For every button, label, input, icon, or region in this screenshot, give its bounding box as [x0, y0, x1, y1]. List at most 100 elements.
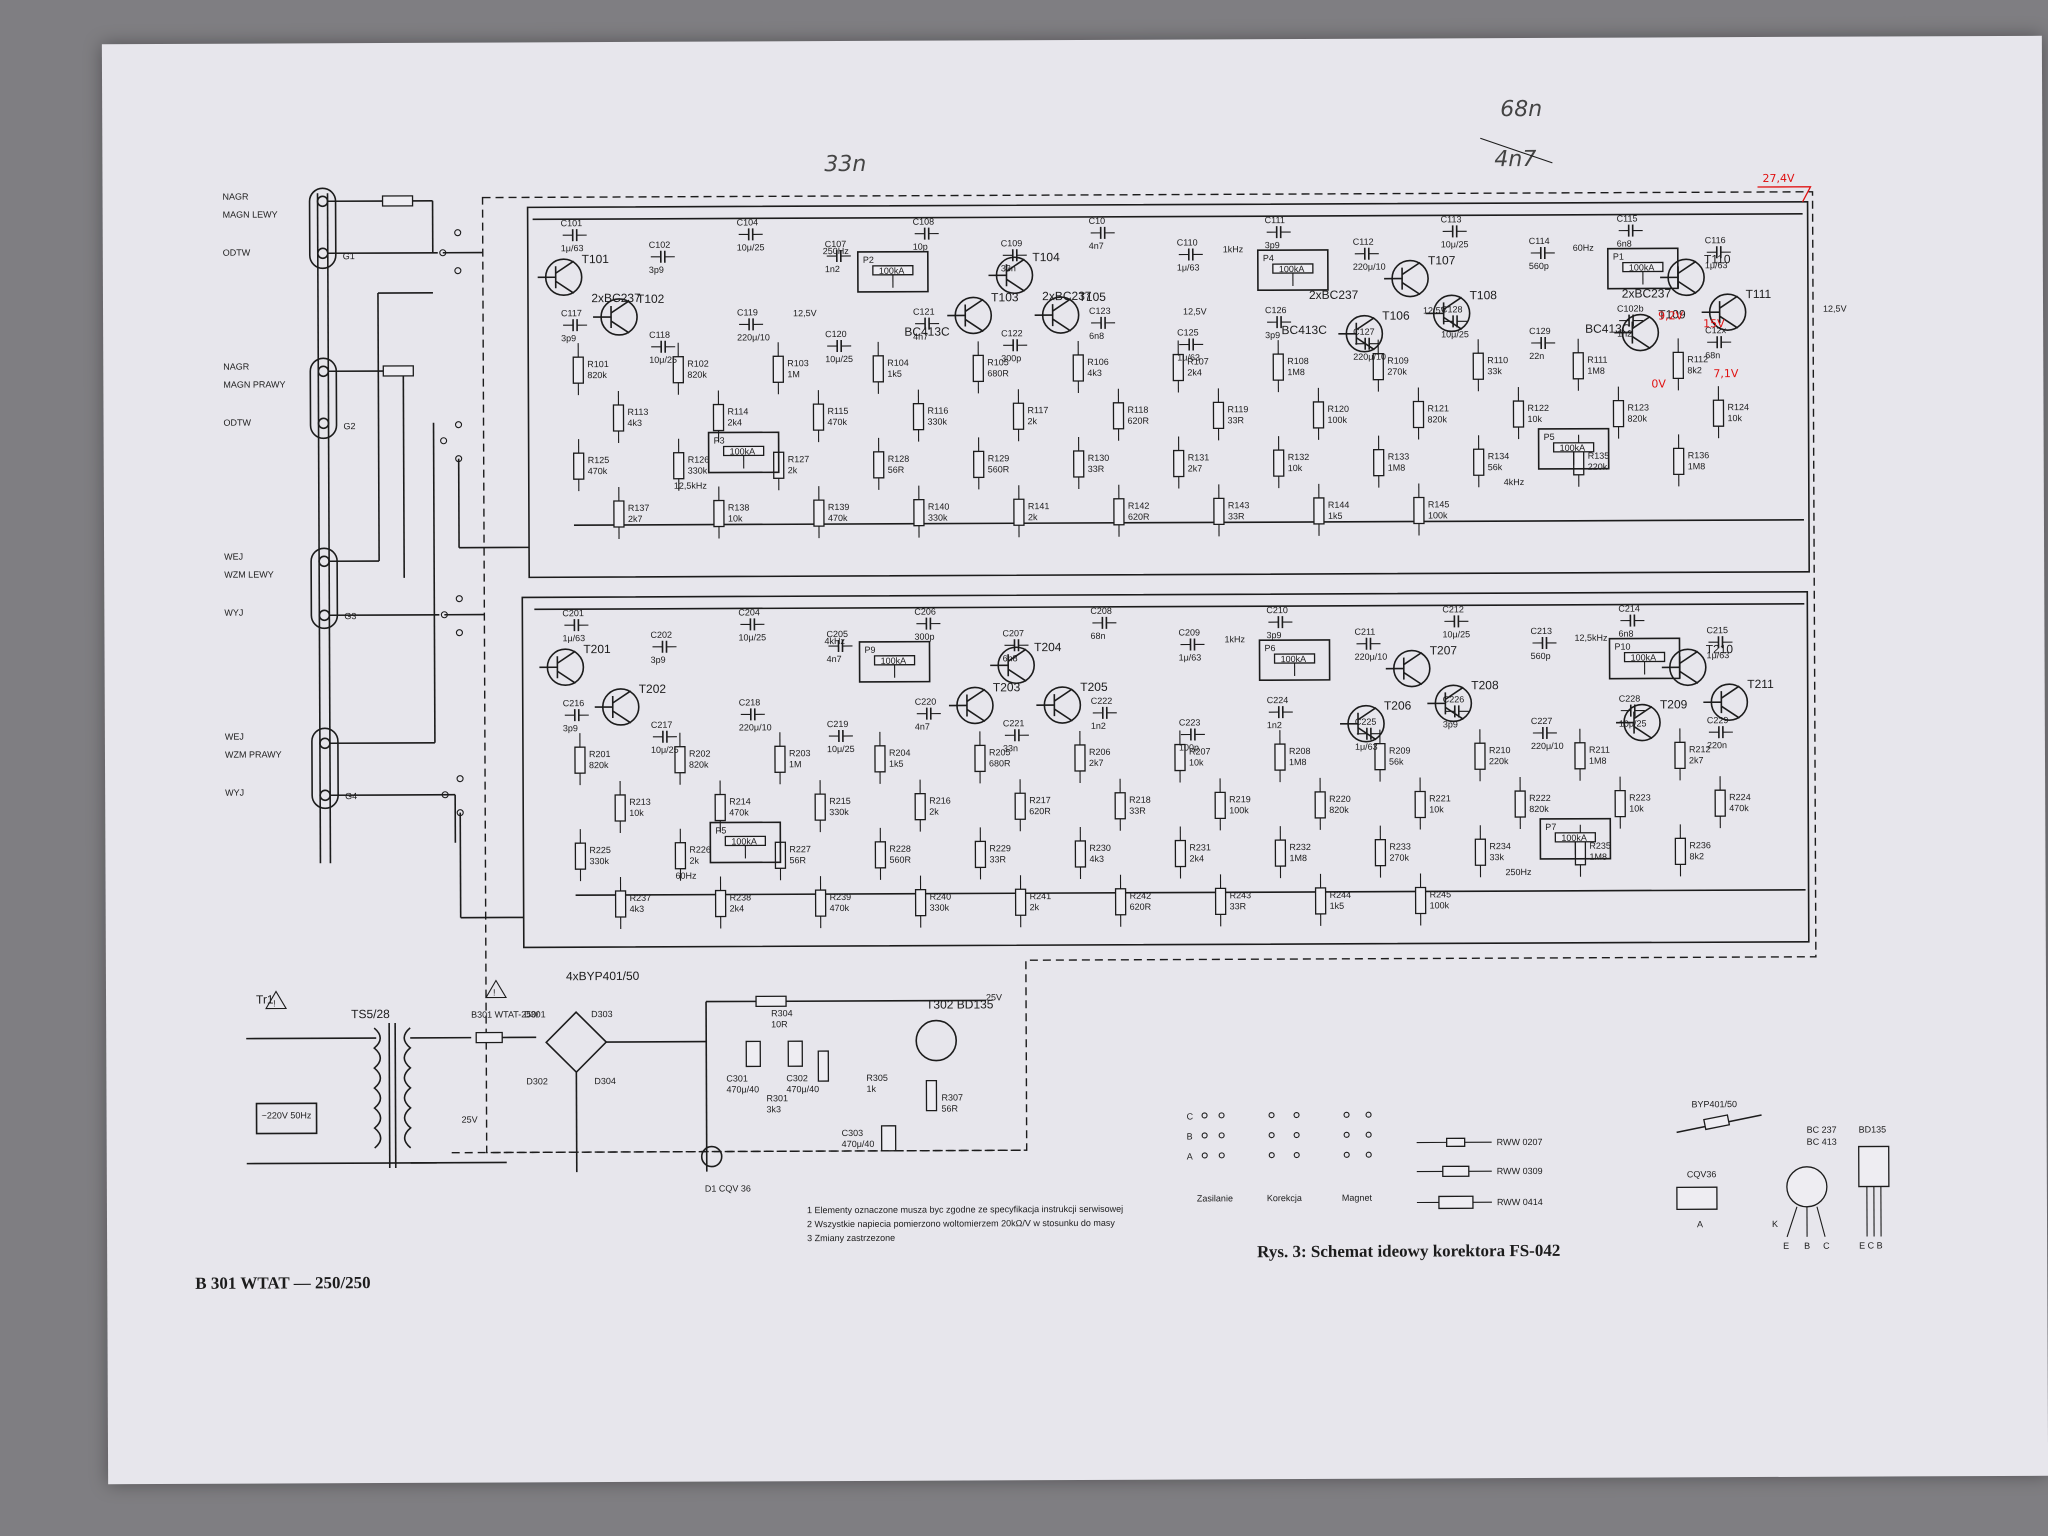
svg-text:BC 237: BC 237 — [1807, 1125, 1837, 1135]
diode-ref: D301 — [524, 1009, 546, 1019]
legend-block: C B A Zasilanie Korekcja Magnet — [1187, 1099, 1890, 1251]
capacitor-value: 6n8 — [1617, 239, 1632, 249]
resistor-value: 330k — [688, 466, 708, 476]
resistor-ref: R203 — [789, 748, 811, 758]
capacitor-value: 1n2 — [1091, 721, 1106, 731]
capacitor-ref: C104 — [737, 217, 759, 227]
resistor-value: 330k — [928, 513, 948, 523]
transistor-t111: T111 — [1701, 287, 1772, 331]
pot-ref: P10 — [1614, 642, 1630, 652]
capacitor-value: 220μ/10 — [1531, 741, 1564, 751]
capacitor-value: 10μ/25 — [827, 744, 855, 754]
resistor-value: 1k5 — [1328, 511, 1343, 521]
resistor-ref: R238 — [730, 892, 752, 902]
pot-value: 100kA — [731, 836, 757, 846]
resistor-ref: R115 — [827, 406, 848, 416]
resistor-ref: R243 — [1230, 890, 1252, 900]
pot-value: 100kA — [1281, 654, 1307, 664]
diode-ref: D302 — [526, 1076, 548, 1086]
resistor-value: 1M8 — [1688, 461, 1706, 471]
capacitor-value: 3p9 — [1265, 330, 1280, 340]
diode-ref: D304 — [594, 1076, 616, 1086]
resistor-value: 33k — [1489, 852, 1504, 862]
transistor-label: T106 — [1382, 309, 1410, 323]
capacitor-ref: C101 — [561, 218, 583, 228]
resistor-ref: R231 — [1189, 842, 1211, 852]
transistor-type: 2xBC237 — [591, 291, 641, 305]
input-connectors — [308, 187, 530, 919]
capacitor-value: 10μ/25 — [1441, 329, 1469, 339]
svg-text:C: C — [1823, 1241, 1830, 1251]
resistor-value: 820k — [587, 370, 607, 380]
resistor-value: 33R — [1228, 511, 1245, 521]
resistor-value: 1k5 — [1330, 901, 1345, 911]
transistor-type: 2xBC237 — [1622, 286, 1672, 300]
resistor-ref: R145 — [1428, 499, 1450, 509]
capacitor-ref: C227 — [1531, 716, 1553, 726]
capacitor-ref: C225 — [1355, 717, 1377, 727]
capacitor-ref: C112 — [1353, 237, 1374, 247]
capacitor-value: 1μ/63 — [1177, 352, 1200, 362]
capacitor-ref: C216 — [563, 698, 585, 708]
resistor-value: 10k — [1727, 413, 1742, 423]
resistor-ref: R136 — [1688, 450, 1710, 460]
connector-label: WEJ — [224, 552, 243, 562]
resistor-value: 2k7 — [628, 514, 643, 524]
resistor-ref: R227 — [789, 844, 811, 854]
capacitor-ref: C129 — [1529, 326, 1551, 336]
capacitor-ref: C207 — [1002, 628, 1024, 638]
psu-part-ref: C301 — [726, 1073, 748, 1083]
resistor-value: 330k — [930, 903, 950, 913]
resistor-ref: R101 — [587, 359, 609, 369]
psu-part-value: 470μ/40 — [786, 1084, 819, 1094]
connector-label: WEJ — [225, 732, 244, 742]
capacitor-ref: C108 — [913, 217, 935, 227]
voltage-annotation: 15V — [1703, 317, 1725, 330]
switch-label-magnet: Magnet — [1342, 1193, 1373, 1203]
resistor-ref: R225 — [589, 845, 611, 855]
capacitor-value: 3p9 — [1266, 630, 1281, 640]
resistor-value: 620R — [1127, 416, 1149, 426]
transistor-label: T101 — [582, 252, 610, 266]
resistor-r4 — [382, 365, 414, 377]
capacitor-value: 3p9 — [1443, 719, 1458, 729]
voltage-annotation: 27,4V — [1762, 172, 1795, 185]
capacitor-value: 100p — [1179, 742, 1199, 752]
capacitor-value: 1μ/63 — [1179, 652, 1202, 662]
transistor-t209: T209 — [1616, 697, 1688, 742]
capacitor-ref: C125 — [1177, 327, 1199, 337]
resistor-value: 4k3 — [628, 418, 643, 428]
resistor-value: 820k — [1427, 414, 1447, 424]
resistor-value: 1M — [789, 759, 802, 769]
connector-label: WZM LEWY — [224, 569, 274, 579]
resistor-value: 1M8 — [1289, 757, 1307, 767]
